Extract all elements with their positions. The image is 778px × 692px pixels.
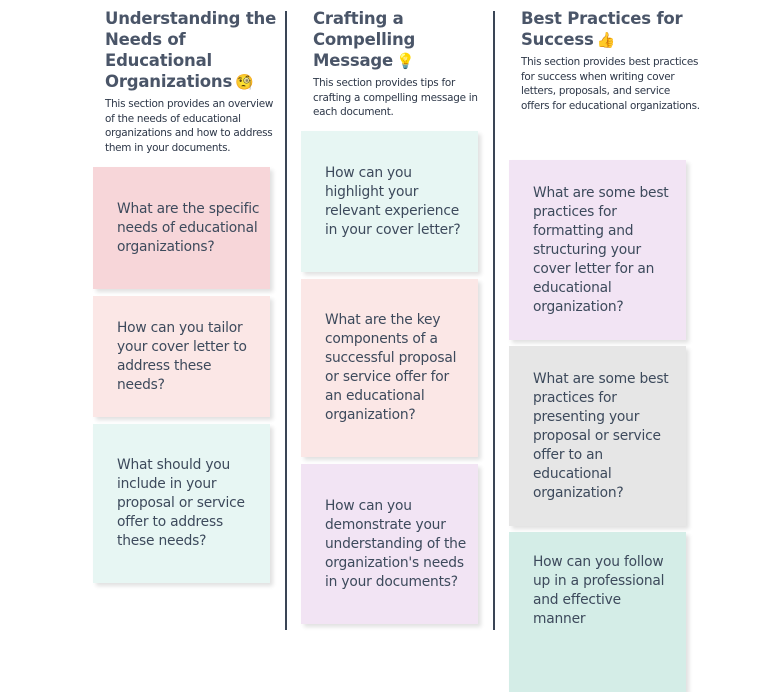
column-description: This section provides tips for crafting … [313,77,478,118]
sticky-note-card[interactable]: How can you tailor your cover letter to … [93,296,270,417]
card-text: What should you include in your proposal… [117,457,245,549]
lightbulb-icon: 💡 [396,52,415,70]
column-divider-2 [493,11,495,630]
sticky-note-card[interactable]: What should you include in your proposal… [93,424,270,583]
column-header-needs: Understanding the Needs of Educational O… [105,8,285,155]
card-text: What are the specific needs of education… [117,200,260,255]
sticky-note-card[interactable]: How can you follow up in a professional … [509,532,686,692]
column-description: This section provides best practices for… [521,56,700,112]
card-text: What are some best practices for formatt… [533,184,669,315]
sticky-note-card[interactable]: What are the key components of a success… [301,279,478,457]
sticky-note-card[interactable]: What are the specific needs of education… [93,167,270,289]
card-text: How can you highlight your relevant expe… [325,164,461,238]
sticky-note-card[interactable]: What are some best practices for formatt… [509,160,686,340]
monocle-face-icon: 🧐 [235,73,254,91]
card-text: What are some best practices for present… [533,370,669,501]
card-text: What are the key components of a success… [325,312,457,423]
card-text: How can you tailor your cover letter to … [117,319,247,393]
sticky-note-card[interactable]: What are some best practices for present… [509,346,686,526]
thumbs-up-icon: 👍 [596,31,616,49]
column-header-best-practices: Best Practices for Success👍 This section… [521,8,701,113]
column-header-message: Crafting a Compelling Message💡 This sect… [313,8,488,120]
column-description: This section provides an overview of the… [105,98,274,154]
column-title: Understanding the Needs of Educational O… [105,9,277,91]
column-title: Crafting a Compelling Message💡 [313,9,416,70]
sticky-note-card[interactable]: How can you highlight your relevant expe… [301,131,478,272]
card-text: How can you demonstrate your understandi… [325,497,467,590]
column-title: Best Practices for Success👍 [521,9,683,49]
column-divider-1 [285,11,287,630]
sticky-note-card[interactable]: How can you demonstrate your understandi… [301,464,478,624]
card-text: How can you follow up in a professional … [533,554,665,627]
